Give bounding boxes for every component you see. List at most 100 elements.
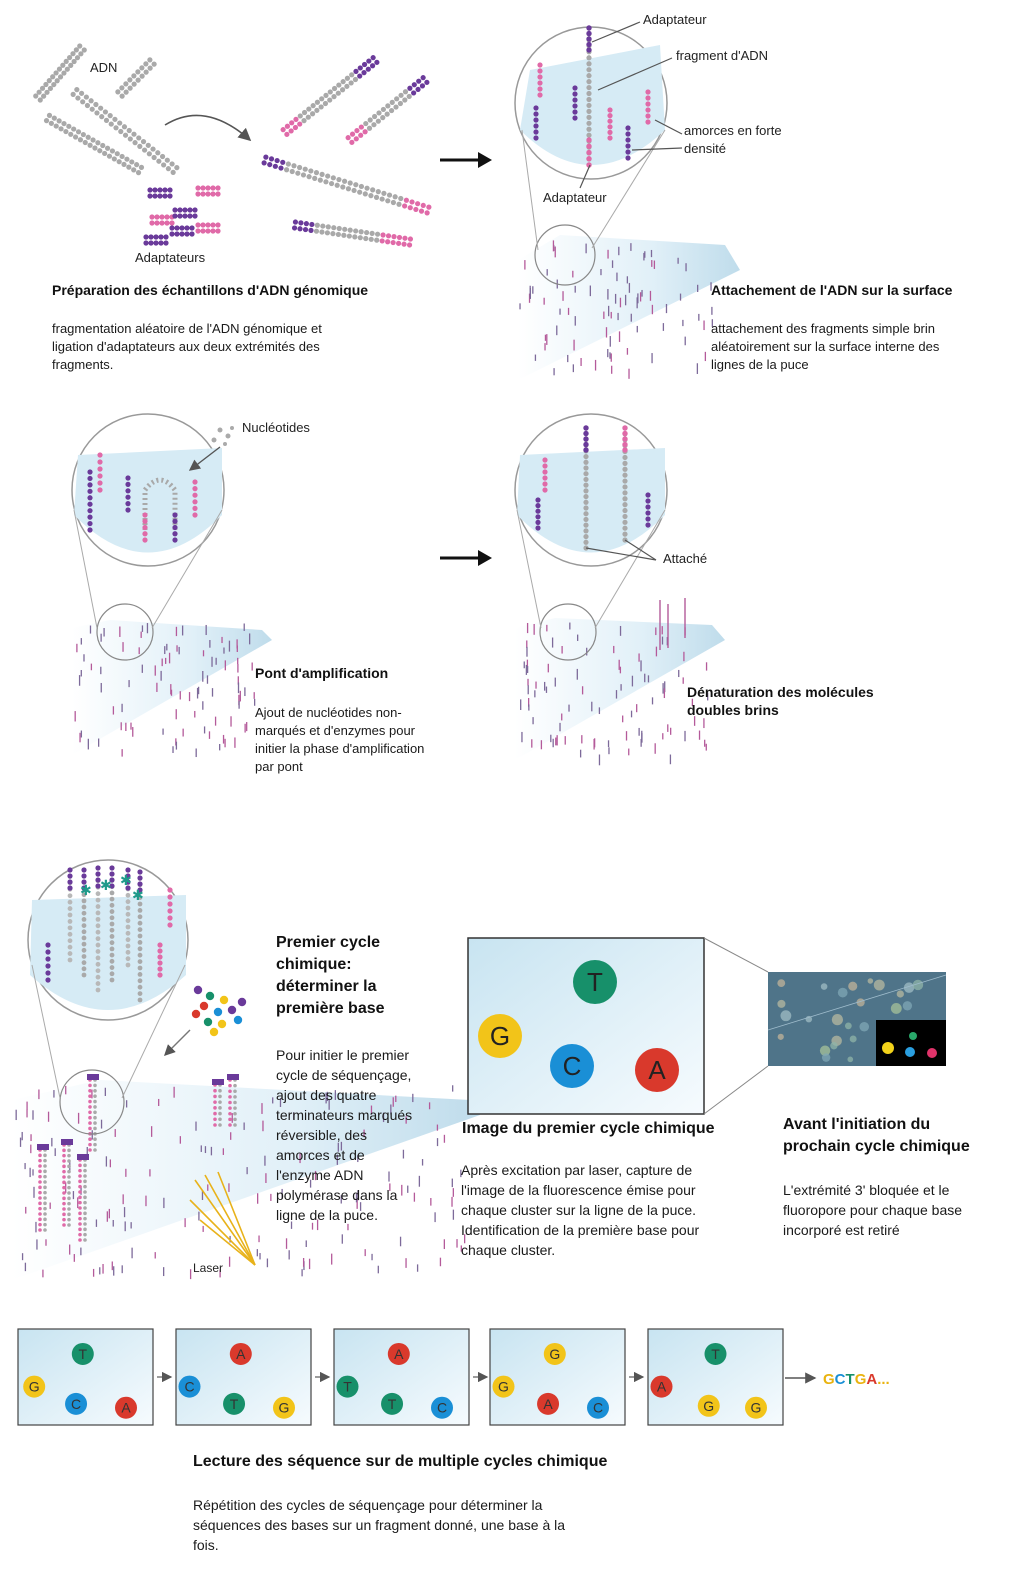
terminator-nucleotide (205, 991, 215, 1001)
label-attache: Attaché (663, 551, 708, 566)
plate-cluster-strand (233, 1078, 237, 1127)
cycle-base-C (178, 1375, 201, 1398)
terminator-star: ✱ (120, 873, 132, 889)
fluorescent-cluster (830, 1042, 838, 1050)
dna-fragment (33, 43, 87, 103)
base-circle-G (478, 1014, 522, 1058)
fluorescent-cluster (903, 982, 915, 993)
inset-dot-yellow (882, 1042, 894, 1054)
sequence-output: GCTGA... (785, 1371, 890, 1388)
terminator-nucleotide (203, 1017, 213, 1027)
zoom-content-5: ✱✱✱✱ (30, 865, 239, 1242)
adaptor (622, 425, 628, 453)
terminator-arrow (164, 1029, 191, 1056)
cycle-base-C (431, 1396, 453, 1419)
plate-cluster-strand (38, 1148, 42, 1232)
sequence-letter-C: C (835, 1371, 846, 1388)
fluorescent-cluster (831, 1014, 844, 1026)
fluorescent-cluster (890, 1003, 902, 1014)
label-nucleotides: Nucléotides (242, 420, 310, 435)
surface-molecules (15, 1085, 466, 1280)
dna-fragment (291, 219, 414, 248)
cycle-letter-G: G (279, 1400, 290, 1416)
terminator-nucleotide (219, 995, 229, 1005)
panel4-title: Dénaturation des molécules doubles brins (687, 684, 874, 718)
adaptor (143, 240, 169, 246)
base-circle-C (550, 1044, 594, 1088)
cluster-cap (37, 1144, 49, 1150)
cycle-base-G (543, 1342, 566, 1365)
cycle-letter-G: G (498, 1379, 509, 1395)
zoom-circle-small-4 (539, 603, 597, 661)
terminator-star: ✱ (80, 883, 92, 899)
plate-cluster-strand (88, 1078, 92, 1152)
dna-fragment (261, 154, 432, 216)
dna-fragment (345, 75, 430, 145)
fluorescent-cluster (912, 979, 924, 991)
panel8-title: Lecture des séquence sur de multiple cyc… (193, 1453, 608, 1470)
adaptor (195, 185, 221, 191)
zoom-circle-small-5 (59, 1069, 125, 1135)
fluorescent-cluster (849, 1035, 857, 1043)
panel5-title: Premier cycle chimique: déterminer la pr… (276, 934, 385, 1017)
base-letter-C: C (563, 1051, 582, 1081)
fluorescent-cluster (777, 999, 786, 1008)
fluorescent-cluster (777, 979, 786, 988)
cluster-cap (227, 1074, 239, 1080)
fluorescent-cluster (847, 1056, 854, 1063)
adaptor (172, 207, 198, 213)
terminator-nucleotide (237, 997, 247, 1007)
cycle-letter-C: C (71, 1396, 81, 1412)
adaptor (195, 191, 221, 197)
fluorescent-cluster (780, 1010, 792, 1022)
sequence-letter-G: G (855, 1371, 867, 1388)
primer (533, 105, 539, 141)
microscope-blobs (777, 978, 924, 1063)
zoom-content-2 (520, 25, 665, 168)
plate-cluster-strand (78, 1158, 82, 1242)
cycle-letter-T: T (711, 1346, 720, 1362)
primer (192, 479, 198, 518)
cycle-letter-A: A (657, 1379, 667, 1395)
cluster-cap (87, 1074, 99, 1080)
zoom-circle-small-2 (534, 224, 596, 286)
cycle-letter-A: A (236, 1346, 246, 1362)
cycle-base-A (387, 1342, 410, 1365)
panel6-description: Après excitation par laser, capture de l… (461, 1162, 700, 1258)
base-letter-G: G (490, 1021, 510, 1051)
plate-cluster-strand (43, 1148, 47, 1232)
fluorescent-cluster (819, 1045, 831, 1056)
adaptor (195, 222, 221, 228)
panel2-title: Attachement de l'ADN sur la surface (711, 282, 953, 298)
label-amorces: amorces en forte densité (684, 123, 782, 156)
surface-molecules (520, 622, 709, 766)
adaptor (67, 867, 73, 891)
zoom-content-4 (517, 425, 686, 650)
terminator-nucleotide (217, 1019, 227, 1029)
fluorescent-cluster (859, 1021, 870, 1032)
cycle-base-G (492, 1375, 515, 1398)
sequence-suffix: ... (877, 1371, 890, 1388)
primer (625, 125, 631, 161)
bridge-adaptor (142, 512, 148, 543)
laser-beams (189, 1171, 256, 1266)
cycle-letter-G: G (29, 1379, 40, 1395)
zoom-chip-background (30, 895, 186, 1010)
terminator-nucleotide (199, 1001, 209, 1011)
panel4-illustration (514, 413, 725, 766)
panel5-description: Pour initier le premier cycle de séquenç… (276, 1047, 413, 1223)
cycle-letter-A: A (543, 1396, 553, 1412)
sequence-letter-G: G (823, 1371, 835, 1388)
cluster-cap (61, 1139, 73, 1145)
cycle-base-T (336, 1375, 359, 1398)
cluster-cap (77, 1154, 89, 1160)
primer (537, 62, 543, 98)
terminator-nucleotide (209, 1027, 219, 1037)
flowcell-surface-3 (72, 620, 272, 758)
panel5-illustration: ✱✱✱✱ (12, 859, 480, 1280)
cycle-base-C (65, 1392, 88, 1415)
cycle-letter-T: T (79, 1346, 88, 1362)
terminator-nucleotide (191, 1009, 201, 1019)
cycle-letter-C: C (184, 1379, 194, 1395)
